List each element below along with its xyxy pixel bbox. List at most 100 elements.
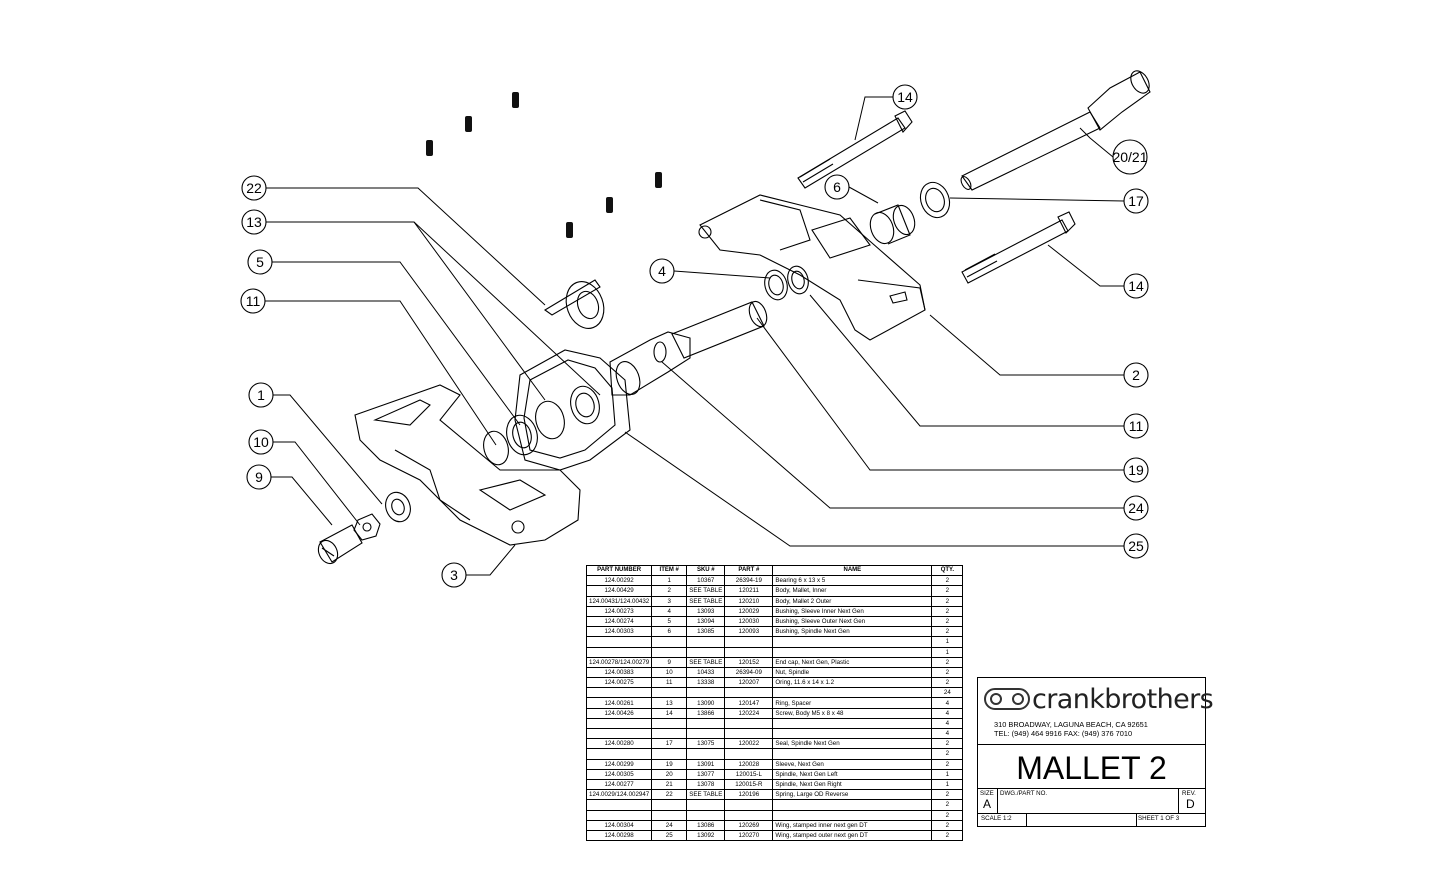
bom-part-number xyxy=(585,799,653,811)
bom-part-number xyxy=(585,687,653,699)
bom-part-number: 124.00299 xyxy=(585,758,653,770)
drawing-title: MALLET 2 xyxy=(1016,750,1167,786)
bom-qty: 4 xyxy=(931,697,964,709)
company-address: 310 BROADWAY, LAGUNA BEACH, CA 92651 TEL… xyxy=(994,720,1148,738)
callout-label: 25 xyxy=(1128,538,1144,554)
bom-name xyxy=(772,727,933,740)
bom-sku: 13075 xyxy=(686,738,726,750)
bom-part-number: 124.00277 xyxy=(585,778,653,791)
rev-label: REV. xyxy=(1182,790,1196,797)
bom-name: Wing, stamped outer next gen DT xyxy=(772,829,933,842)
bom-qty: 2 xyxy=(931,605,964,617)
callout-label: 14 xyxy=(897,89,913,105)
bom-sku: SEE TABLE xyxy=(686,595,726,607)
bom-sku: 13866 xyxy=(686,707,726,719)
bom-part-number xyxy=(585,717,653,730)
callout-label: 2 xyxy=(1132,367,1140,383)
callout-label: 6 xyxy=(833,179,841,195)
bom-name: Wing, stamped inner next gen DT xyxy=(772,819,933,831)
sleeve-19 xyxy=(671,300,768,359)
size-label: SIZE xyxy=(980,790,994,797)
bom-qty: 2 xyxy=(931,626,964,638)
callout-label: 11 xyxy=(246,293,261,309)
bom-name: Screw, Body M5 x 8 x 48 xyxy=(772,707,933,719)
bom-item-number: 25 xyxy=(651,829,688,842)
bom-part-number xyxy=(585,646,653,658)
bom-sku: 13092 xyxy=(686,829,726,842)
bom-item-number: 13 xyxy=(651,697,688,709)
bom-header-row: PART NUMBER ITEM # SKU # PART # NAME QTY… xyxy=(585,564,964,577)
bom-item-number: 11 xyxy=(651,677,688,689)
bom-item-number: 14 xyxy=(651,707,688,719)
bom-name: Body, Mallet 2 Outer xyxy=(772,595,933,607)
leader-lines xyxy=(265,96,1125,576)
bom-sku: SEE TABLE xyxy=(686,585,726,597)
bom-qty: 2 xyxy=(931,789,964,801)
bom-part-number: 124.00303 xyxy=(585,626,653,638)
bom-part: 120093 xyxy=(724,626,774,638)
bom-sku xyxy=(686,809,726,821)
bom-part-number: 124.00383 xyxy=(585,666,653,679)
bom-part xyxy=(724,636,774,648)
bom-name xyxy=(772,646,933,658)
bom-name: Body, Mallet, Inner xyxy=(772,585,933,597)
bom-name: Bushing, Sleeve Outer Next Gen xyxy=(772,615,933,628)
bom-qty: 1 xyxy=(931,636,964,648)
table-row: 4 xyxy=(585,717,964,730)
bom-qty: 2 xyxy=(931,677,964,689)
screw-14-upper xyxy=(797,110,913,189)
callout-label: 4 xyxy=(658,263,666,279)
address-line: 310 BROADWAY, LAGUNA BEACH, CA 92651 xyxy=(994,720,1148,729)
set-screws xyxy=(426,92,662,238)
bom-sku: 10367 xyxy=(686,575,726,587)
table-row: 24 xyxy=(585,687,964,699)
rev-value: D xyxy=(1186,797,1195,811)
bom-item-number xyxy=(651,646,688,658)
table-row: 4 xyxy=(585,727,964,740)
bom-item-number: 5 xyxy=(651,615,688,628)
crankbrothers-logo-icon xyxy=(984,688,1030,710)
nut-10 xyxy=(353,513,381,541)
end-cap-9 xyxy=(317,524,363,565)
bom-part-number: 124.00292 xyxy=(585,575,653,587)
bom-item-number xyxy=(651,727,688,740)
inner-body-2 xyxy=(698,194,926,341)
bom-part-number: 124.00273 xyxy=(585,605,653,617)
callout-label: 17 xyxy=(1128,193,1144,209)
bom-qty: 4 xyxy=(931,727,964,740)
bom-name: Spindle, Next Gen Right xyxy=(772,778,933,791)
bom-sku: 13086 xyxy=(686,819,726,831)
bom-qty: 4 xyxy=(931,707,964,719)
bom-header: QTY. xyxy=(931,564,964,577)
bom-sku: 13090 xyxy=(686,697,726,709)
callout-balloons xyxy=(240,84,1149,588)
bom-qty: 2 xyxy=(931,656,964,668)
bom-part xyxy=(724,748,774,760)
bom-name: Bushing, Spindle Next Gen xyxy=(772,626,933,638)
callout-label: 24 xyxy=(1128,500,1144,516)
bom-part-number: 124.0029/124.002947 xyxy=(585,789,653,801)
bom-part: 120015-L xyxy=(724,768,774,780)
dwg-part-no-label: DWG./PART NO. xyxy=(1000,790,1048,797)
bom-item-number: 17 xyxy=(651,738,688,750)
bom-part-number xyxy=(585,636,653,648)
callout-label: 19 xyxy=(1128,462,1144,478)
bom-part: 120270 xyxy=(724,829,774,842)
bom-part xyxy=(724,687,774,699)
callout-label: 22 xyxy=(246,180,262,196)
bom-part-number: 124.00275 xyxy=(585,677,653,689)
bom-sku xyxy=(686,687,726,699)
bom-sku xyxy=(686,799,726,811)
bom-item-number: 19 xyxy=(651,758,688,770)
scale: SCALE 1:2 xyxy=(981,815,1012,822)
